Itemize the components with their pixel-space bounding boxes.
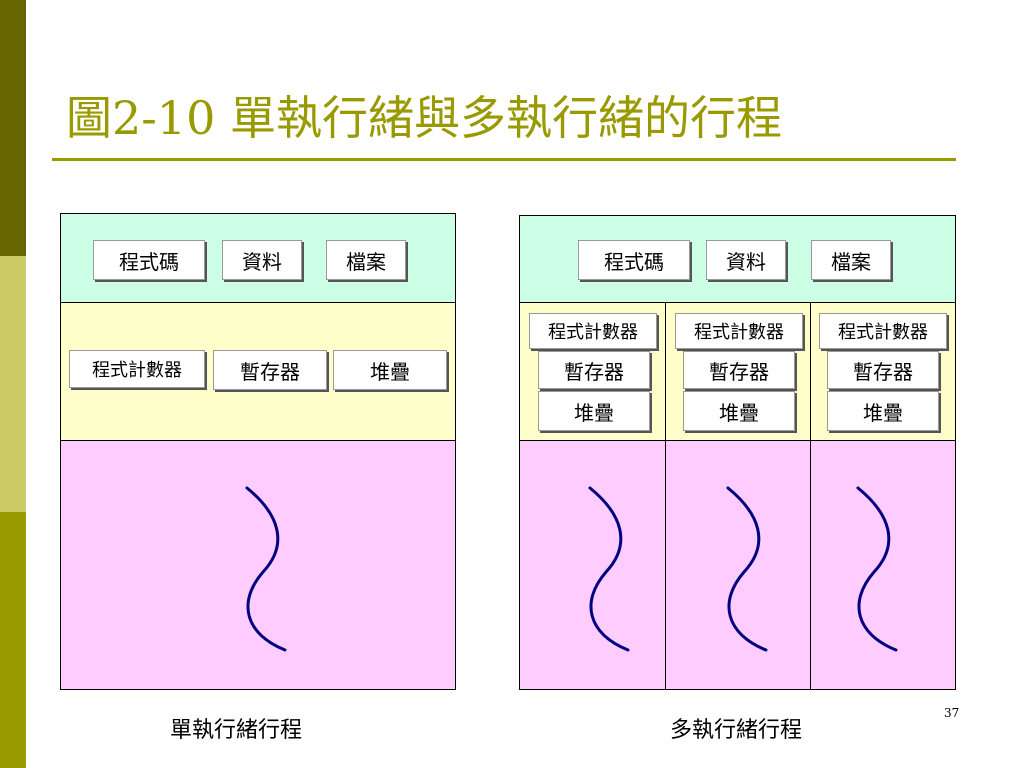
single-code-box: 程式碼: [93, 240, 205, 280]
sidebar-block-dark: [0, 0, 26, 256]
multi-t1-squiggle: [588, 486, 630, 652]
title-underline: [52, 158, 956, 161]
multi-t2-pc-box: 程式計數器: [675, 313, 803, 349]
single-stack-box: 堆疊: [333, 350, 447, 390]
single-thread-caption: 單執行緒行程: [169, 718, 302, 743]
sidebar-block-mid: [0, 512, 26, 768]
multi-thread-process: 程式碼 資料 檔案 程式計數器 暫存器 堆疊 程式計數器 暫存器 堆疊 程式計數…: [519, 215, 956, 690]
multi-exec-band: [520, 441, 955, 689]
multi-t3-stack-box: 堆疊: [827, 391, 939, 431]
multi-column-divider-2: [810, 303, 811, 689]
multi-t3-pc-box: 程式計數器: [819, 313, 947, 349]
multi-data-box: 資料: [706, 240, 786, 280]
multi-code-box: 程式碼: [578, 240, 690, 280]
multi-t1-stack-box: 堆疊: [538, 391, 650, 431]
sidebar-block-light: [0, 256, 26, 512]
multi-files-box: 檔案: [811, 240, 891, 280]
page-number: 37: [944, 706, 960, 720]
multi-t3-squiggle: [856, 486, 898, 652]
single-files-box: 檔案: [326, 240, 406, 280]
slide-title: 圖2-10 單執行緒與多執行緒的行程: [66, 91, 782, 145]
single-thread-process: 程式碼 資料 檔案 程式計數器 暫存器 堆疊: [60, 213, 456, 690]
multi-t2-registers-box: 暫存器: [683, 351, 795, 389]
multi-column-divider-1: [665, 303, 666, 689]
sidebar-decoration: [0, 0, 26, 768]
single-data-box: 資料: [222, 240, 302, 280]
single-registers-box: 暫存器: [213, 350, 327, 390]
multi-t1-pc-box: 程式計數器: [529, 313, 657, 349]
multi-thread-caption: 多執行緒行程: [669, 718, 802, 743]
multi-t1-registers-box: 暫存器: [538, 351, 650, 389]
single-thread-squiggle: [245, 486, 287, 652]
multi-t2-stack-box: 堆疊: [683, 391, 795, 431]
multi-t2-squiggle: [726, 486, 768, 652]
multi-t3-registers-box: 暫存器: [827, 351, 939, 389]
single-exec-band: [61, 441, 455, 689]
single-pc-box: 程式計數器: [69, 350, 205, 388]
